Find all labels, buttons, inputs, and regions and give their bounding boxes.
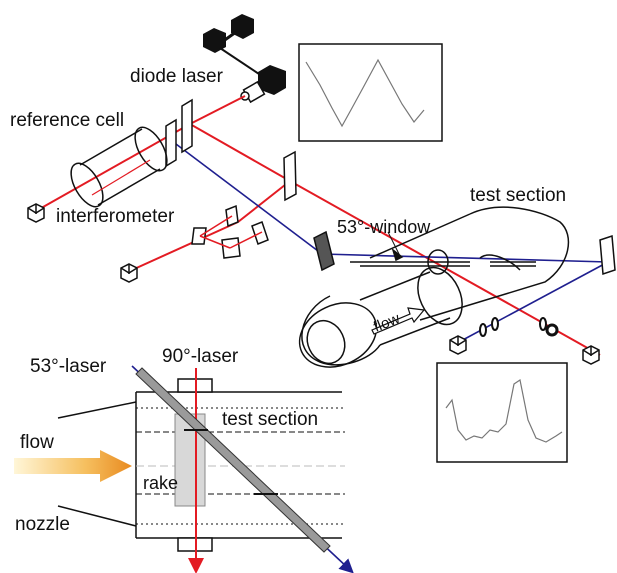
label-flow-bottom: flow (20, 432, 54, 453)
laser-53-beam (131, 365, 354, 573)
absorption-signal-inset (436, 362, 568, 463)
label-test-section-top: test section (470, 185, 566, 206)
label-reference-cell: reference cell (10, 110, 124, 131)
label-53-window: 53°-window (337, 217, 431, 237)
photodetector-icon (449, 335, 467, 355)
nozzle-schematic (57, 401, 137, 527)
flow-arrow-bottom (14, 450, 132, 482)
label-90-laser: 90°-laser (162, 346, 239, 367)
output-optics (479, 317, 559, 337)
label-interferometer: interferometer (56, 206, 175, 227)
label-test-section-bottom: test section (222, 409, 318, 430)
photodetector-icon (120, 263, 138, 283)
photodetector-icon (582, 345, 600, 365)
label-rake: rake (143, 473, 178, 493)
interferometer-optics (191, 204, 269, 259)
reference-cell (70, 126, 168, 208)
label-nozzle: nozzle (15, 514, 70, 535)
photodetector-icon (27, 203, 45, 223)
scan-signal-inset (298, 43, 443, 142)
label-53-laser: 53°-laser (30, 356, 107, 377)
diode-laser-icon (203, 14, 286, 104)
flow-arrow-top (371, 307, 426, 335)
test-section-3d (298, 206, 570, 368)
test-section-schematic (135, 391, 345, 539)
label-diode-laser: diode laser (130, 66, 224, 87)
label-flow-top: flow (371, 310, 402, 336)
